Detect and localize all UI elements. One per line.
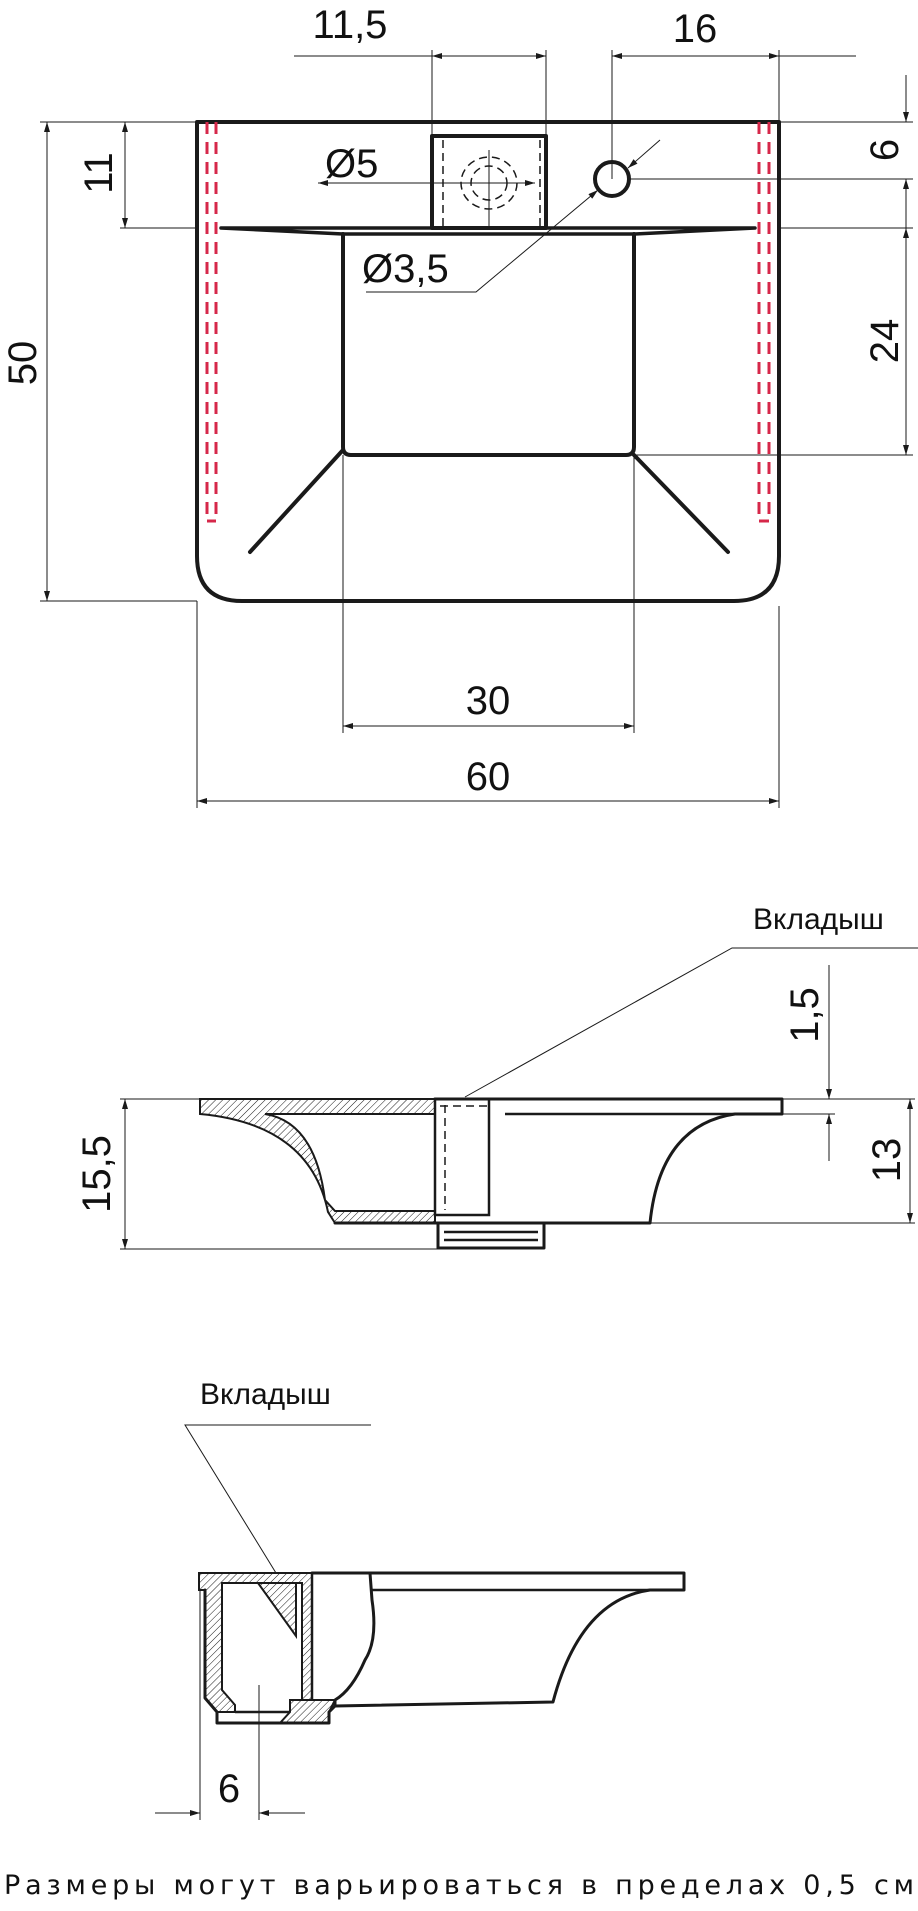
dim-bowl-height: 13 — [865, 1138, 909, 1183]
dimension-lines — [44, 53, 909, 804]
rim-section-left — [199, 1098, 436, 1224]
dim-faucet-box-width: 11,5 — [313, 3, 388, 47]
dim-faucet-hole-diameter: Ø5 — [325, 142, 378, 186]
insert-tube — [433, 1097, 491, 1217]
sink-profile — [333, 1097, 784, 1225]
dim-overflow-hole-diameter: Ø3,5 — [362, 247, 449, 291]
side-view-1: Вкладыш 15,5 1,5 13 — [75, 903, 918, 1250]
dim-bowl-depth: 24 — [863, 319, 907, 364]
footer-note: Размеры могут варьироваться в пределах 0… — [4, 1870, 914, 1901]
insert-label: Вкладыш — [753, 903, 884, 936]
dim-rim-thickness: 1,5 — [783, 987, 827, 1043]
drain-outline — [203, 1588, 337, 1725]
dim-width-total: 60 — [466, 755, 511, 799]
dim-bowl-width: 30 — [466, 679, 511, 723]
insert-leader — [464, 947, 918, 1098]
side-view-2: Вкладыш 6 — [155, 1378, 686, 1820]
bowl-slope-right — [632, 453, 730, 554]
bowl-slope-left — [248, 448, 345, 554]
insert-label: Вкладыш — [200, 1378, 331, 1411]
dimension-lines — [122, 965, 913, 1249]
drain-outlet — [436, 1221, 546, 1250]
sink-profile — [310, 1571, 686, 1708]
dim-rim-depth: 11 — [77, 152, 121, 194]
top-view: 11,5 16 50 11 6 24 30 60 Ø5 Ø3,5 — [1, 3, 913, 808]
dim-overflow-from-edge: 6 — [863, 139, 907, 161]
dim-overflow-offset: 16 — [673, 7, 718, 51]
sink-outline — [195, 120, 781, 603]
extension-lines — [199, 1590, 260, 1820]
dim-total-height: 15,5 — [75, 1135, 119, 1213]
dim-drain-offset: 6 — [218, 1767, 240, 1811]
insert-leader — [184, 1424, 371, 1574]
insert-diagonal — [256, 1582, 297, 1640]
extension-lines — [40, 50, 913, 808]
dim-depth-total: 50 — [1, 341, 45, 386]
